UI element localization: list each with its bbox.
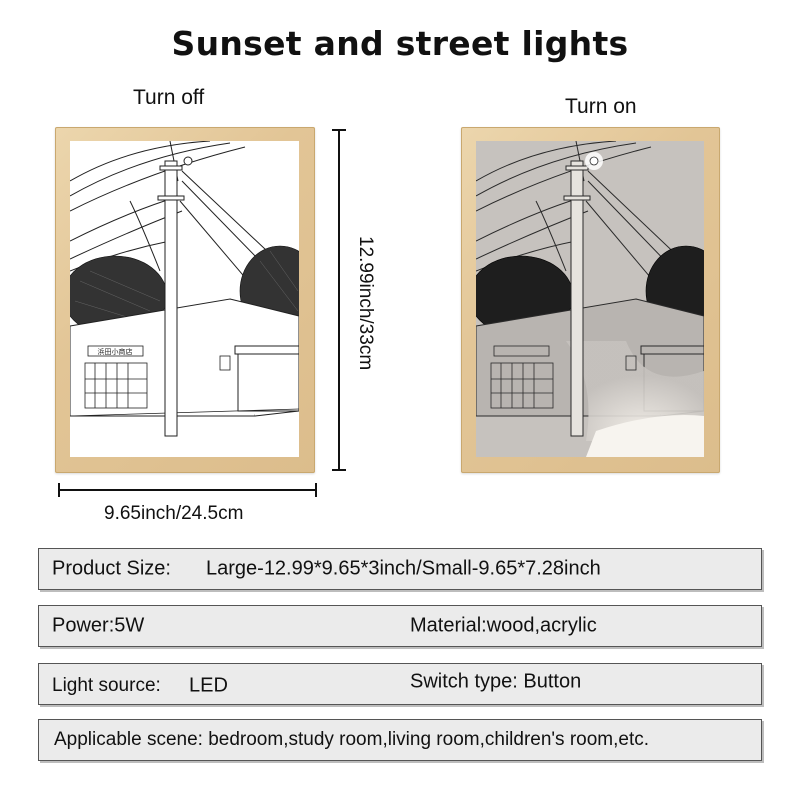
- height-dimension-label: 12.99inch/33cm: [355, 236, 376, 371]
- page-title: Sunset and street lights: [171, 24, 629, 63]
- light-source-value: LED: [189, 674, 228, 697]
- product-size-value: Large-12.99*9.65*3inch/Small-9.65*7.28in…: [206, 557, 601, 580]
- height-dimension-line: [332, 129, 346, 471]
- applicable-scene-spec: Applicable scene: bedroom,study room,liv…: [54, 729, 650, 750]
- artwork-lit: [476, 141, 704, 457]
- material-spec: Material:wood,acrylic: [410, 614, 597, 637]
- caption-turn-on: Turn on: [565, 95, 637, 118]
- street-scene-unlit: 浜田小商店: [70, 141, 299, 457]
- spec-row-product-size: Product Size: Large-12.99*9.65*3inch/Sma…: [38, 548, 762, 590]
- width-dimension-line: [58, 483, 317, 497]
- street-scene-lit: [476, 141, 704, 457]
- power-spec: Power:5W: [52, 614, 145, 637]
- caption-turn-off: Turn off: [133, 86, 205, 109]
- spec-row-light-switch: Light source: LED Switch type: Button: [38, 663, 762, 705]
- light-source-label: Light source:: [52, 675, 161, 696]
- spec-row-applicable-scene: Applicable scene: bedroom,study room,liv…: [38, 719, 762, 761]
- switch-type-spec: Switch type: Button: [410, 670, 582, 693]
- spec-row-power-material: Power:5W Material:wood,acrylic: [38, 605, 762, 647]
- frame-turn-off: 浜田小商店: [55, 127, 315, 473]
- artwork-unlit: 浜田小商店: [70, 141, 299, 457]
- width-dimension-label: 9.65inch/24.5cm: [104, 503, 244, 524]
- product-size-label: Product Size:: [52, 557, 171, 580]
- shop-sign-text: 浜田小商店: [98, 347, 133, 356]
- frame-turn-on: [461, 127, 720, 473]
